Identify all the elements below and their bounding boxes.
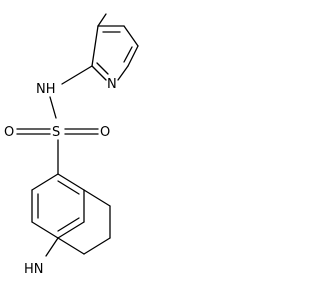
pyridine-n-label: N [107,77,117,92]
sulfur-label: S [52,125,60,140]
saturated-bond-d [57,237,85,255]
benzene-bond-f-inner [57,180,80,195]
benzene-bond-c [31,221,59,239]
pyridine-bond-c2-c3 [91,25,99,67]
pyridine-bond-n-c2-inner [96,62,109,75]
pyridine-bond-c4-c5 [123,25,139,47]
saturated-bond-a [83,189,111,207]
pyridine-ring: N [91,13,139,92]
saturated-bond-c [83,237,111,255]
benzene-bond-d-inner [57,217,80,232]
sulfonamide-linker: NH [36,65,93,119]
amide-nh-label: NH [36,82,56,97]
sulfonyl-group: O S O [4,125,110,175]
tetrahydroquinoline-ring: HN [24,173,111,277]
pyridine-bond-n-c2 [91,65,107,81]
pyridine-bond-c6-n [117,65,129,81]
saturated-bond-nh [45,237,59,257]
benzene-bond-a [31,173,59,191]
bond-methyl [97,13,107,27]
benzene-bond-d [57,221,85,239]
pyridine-bond-c5-c6 [127,45,139,67]
ring-nh-label: HN [24,262,44,277]
benzene-bond-f [57,173,85,191]
bond-c2-nh [61,65,93,85]
bond-nh-s [49,96,57,119]
oxygen-right-label: O [100,125,110,140]
oxygen-left-label: O [4,125,14,140]
chemical-structure-diagram: N NH O S O HN [4,13,139,277]
pyridine-bond-c5-c6-inner [123,46,133,63]
